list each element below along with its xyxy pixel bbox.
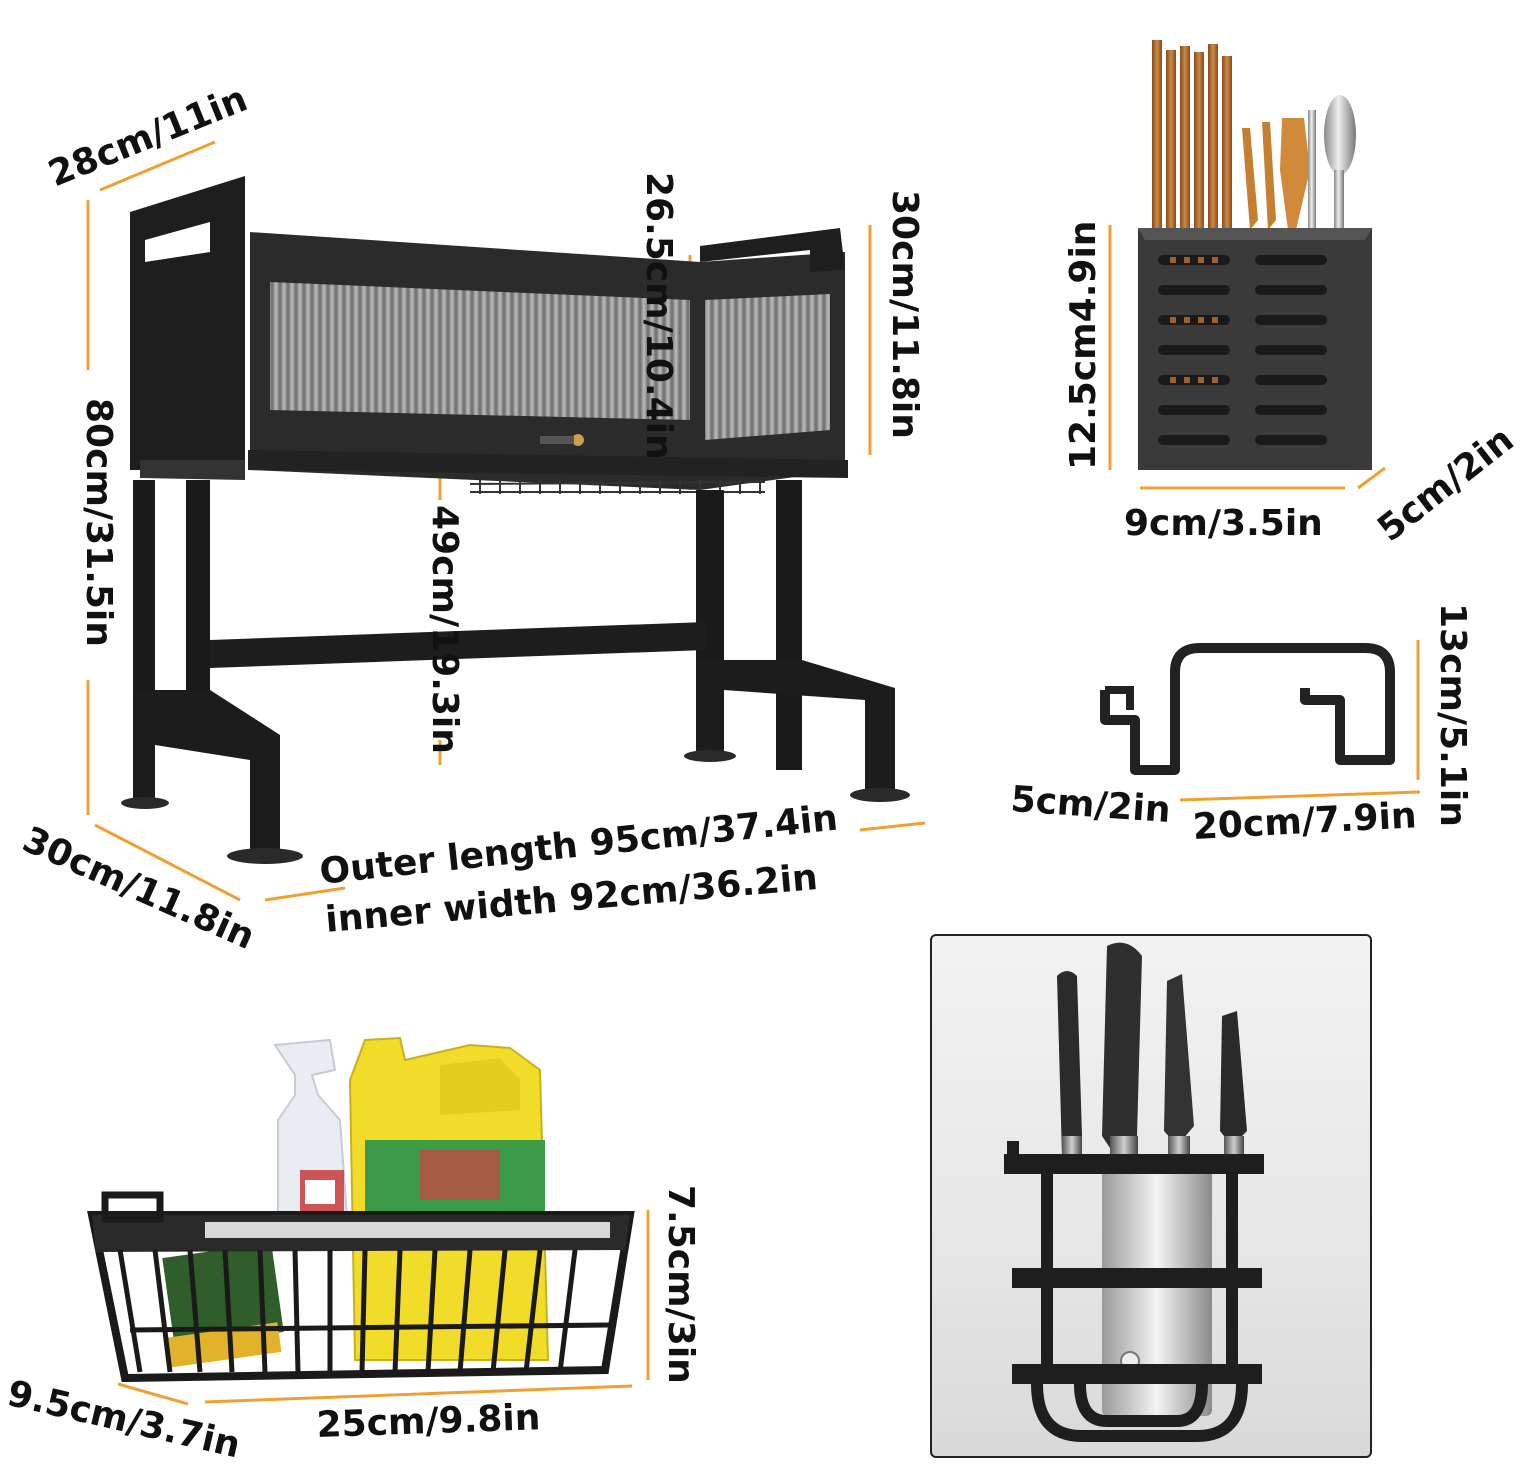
rack-right-frame (210, 480, 910, 802)
basket-height-label: 7.5cm/3in (660, 1185, 701, 1384)
rack-height-label: 80cm/31.5in (78, 398, 119, 647)
hook-height-label: 13cm/5.1in (1432, 603, 1473, 827)
cabinet-height-label: 26.5cm/10.4in (638, 172, 679, 460)
rack-side-height-label: 30cm/11.8in (884, 190, 925, 439)
basket-illustration (87, 1036, 650, 1406)
utensil-holder-illustration (1108, 40, 1386, 490)
hook-illustration (1100, 640, 1421, 802)
knife-holder-photo (930, 934, 1372, 1458)
utensil-dimension-lines (1108, 225, 1386, 490)
rack-left-frame (121, 176, 303, 864)
utensil-width-label: 9cm/3.5in (1124, 503, 1323, 544)
knife-holder-illustration (1004, 942, 1264, 1442)
utensil-height-label: 12.5cm4.9in (1063, 220, 1104, 470)
hook-dimension-lines (1179, 640, 1421, 802)
basket-dimension-lines (117, 1210, 650, 1406)
under-clearance-label: 49cm/19.3in (424, 505, 465, 754)
basket-width-label: 25cm/9.8in (315, 1397, 542, 1446)
rack-cabinet (248, 228, 848, 494)
